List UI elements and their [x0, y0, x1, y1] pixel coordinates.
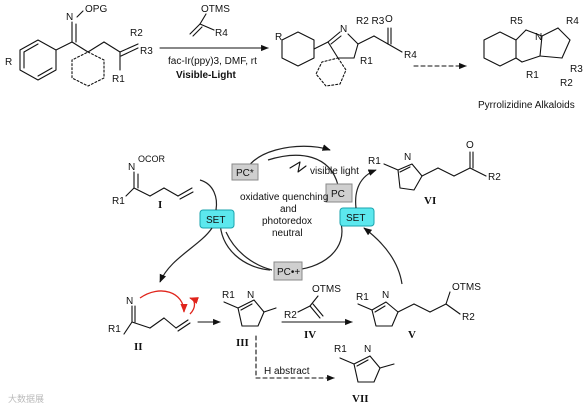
- set-left-box: [199, 209, 235, 229]
- alkaloid-n-label: N: [535, 32, 542, 43]
- compound-VII-n: N: [364, 344, 371, 355]
- compound-V-n: N: [382, 290, 389, 301]
- compound-VI-r1: R1: [368, 156, 381, 167]
- compound-VII-r1: R1: [334, 344, 347, 355]
- set-left-label: SET: [206, 215, 225, 226]
- set-right-box: [339, 207, 375, 227]
- compound-V-r1: R1: [356, 292, 369, 303]
- compound-I-label: I: [158, 199, 162, 211]
- arrow-I-to-set: [199, 179, 218, 211]
- cycle-text-line-1: oxidative quenching: [240, 192, 328, 203]
- alkaloid-r2-label: R2: [560, 78, 573, 89]
- product-pyrroline: N R R2 R3 R1 R4 O: [275, 14, 417, 87]
- compound-I-r1: R1: [112, 196, 125, 207]
- alkaloid-r5-label: R5: [510, 16, 523, 27]
- r1-label: R1: [112, 74, 125, 85]
- pc-label: PC: [331, 189, 345, 200]
- cycle-text-line-3: photoredox: [262, 216, 312, 227]
- pyrrolizidine-alkaloid: N R5 R4 R1 R2 R3 Pyrrolizidine Alkaloids: [478, 16, 583, 111]
- compound-V-otms: OTMS: [452, 282, 481, 293]
- lightning-icon: [289, 161, 307, 173]
- product-r4-label: R4: [404, 50, 417, 61]
- compound-VI-label: VI: [424, 195, 436, 207]
- compound-V-label: V: [408, 329, 416, 341]
- product-r1-label: R1: [360, 56, 373, 67]
- r3-label: R3: [140, 46, 153, 57]
- alkaloid-r3-label: R3: [570, 64, 583, 75]
- compound-III-label: III: [236, 337, 249, 349]
- compound-VI-r2: R2: [488, 172, 501, 183]
- compound-II-r1: R1: [108, 324, 121, 335]
- compound-V: N R1 OTMS R2 V: [356, 282, 481, 341]
- r2-label: R2: [130, 28, 143, 39]
- cycle-text-line-2: and: [280, 204, 297, 215]
- compound-IV: OTMS R2 IV: [284, 284, 341, 341]
- pc-radical-box: [273, 261, 303, 281]
- alkaloid-r4-label: R4: [566, 16, 579, 27]
- opg-label: OPG: [85, 4, 107, 15]
- pc-star-label: PC*: [236, 168, 254, 179]
- reagent-r4-label: R4: [215, 28, 228, 39]
- compound-II-label: II: [134, 341, 143, 353]
- oxime-n-label: N: [66, 12, 73, 23]
- compound-II: N R1 II: [108, 290, 199, 353]
- compound-III-r1: R1: [222, 290, 235, 301]
- arrow-V-to-set: [363, 227, 403, 285]
- cycle-text-line-4: neutral: [272, 228, 303, 239]
- conditions-light: Visible-Light: [176, 70, 236, 81]
- cycle-arc-inner: [267, 154, 339, 186]
- compound-I-n: N: [128, 162, 135, 173]
- pc-radical-label: PC•+: [277, 267, 300, 278]
- substrate-oxime: N OPG R R3 R1 R2: [5, 4, 153, 87]
- arrow-set-to-II: [159, 227, 213, 283]
- compound-II-n: N: [126, 296, 133, 307]
- compound-IV-label: IV: [304, 329, 316, 341]
- product-r-label: R: [275, 32, 282, 43]
- product-o-label: O: [385, 14, 393, 25]
- set-right-label: SET: [346, 213, 365, 224]
- alkaloid-r1-label: R1: [526, 70, 539, 81]
- compound-V-r2: R2: [462, 312, 475, 323]
- compound-IV-otms: OTMS: [312, 284, 341, 295]
- pc-star-box: [231, 163, 259, 181]
- compound-III: N R1 III: [222, 290, 277, 349]
- pc-box: [325, 183, 353, 203]
- cycle-arc-left: [219, 219, 271, 271]
- compound-III-n: N: [247, 290, 254, 301]
- compound-I-ocor: OCOR: [138, 154, 166, 164]
- compound-VII: N R1 VII: [334, 344, 395, 405]
- compound-VI-o: O: [466, 140, 474, 151]
- product-r2r3-label: R2 R3: [356, 16, 385, 27]
- compound-VI: N R1 O R2 VI: [368, 140, 501, 207]
- arrow-set-to-pc-radical: [225, 231, 273, 271]
- compound-I: N OCOR R1 I: [112, 154, 194, 211]
- compound-IV-r2: R2: [284, 310, 297, 321]
- reagent-silyl-enol-ether: OTMS R4: [189, 4, 230, 39]
- r-label: R: [5, 57, 12, 68]
- compound-VI-n: N: [404, 152, 411, 163]
- arrow-set-to-VI: [355, 169, 377, 209]
- product-n-label: N: [340, 24, 347, 35]
- h-abstract-label: H abstract: [264, 366, 310, 377]
- reagent-otms-label: OTMS: [201, 4, 230, 15]
- conditions-catalyst: fac-Ir(ppy)3, DMF, rt: [168, 56, 257, 67]
- compound-VII-label: VII: [352, 393, 369, 405]
- watermark-text: 大数据展: [8, 393, 44, 404]
- alkaloid-caption: Pyrrolizidine Alkaloids: [478, 100, 575, 111]
- visible-light-label: visible light: [310, 166, 359, 177]
